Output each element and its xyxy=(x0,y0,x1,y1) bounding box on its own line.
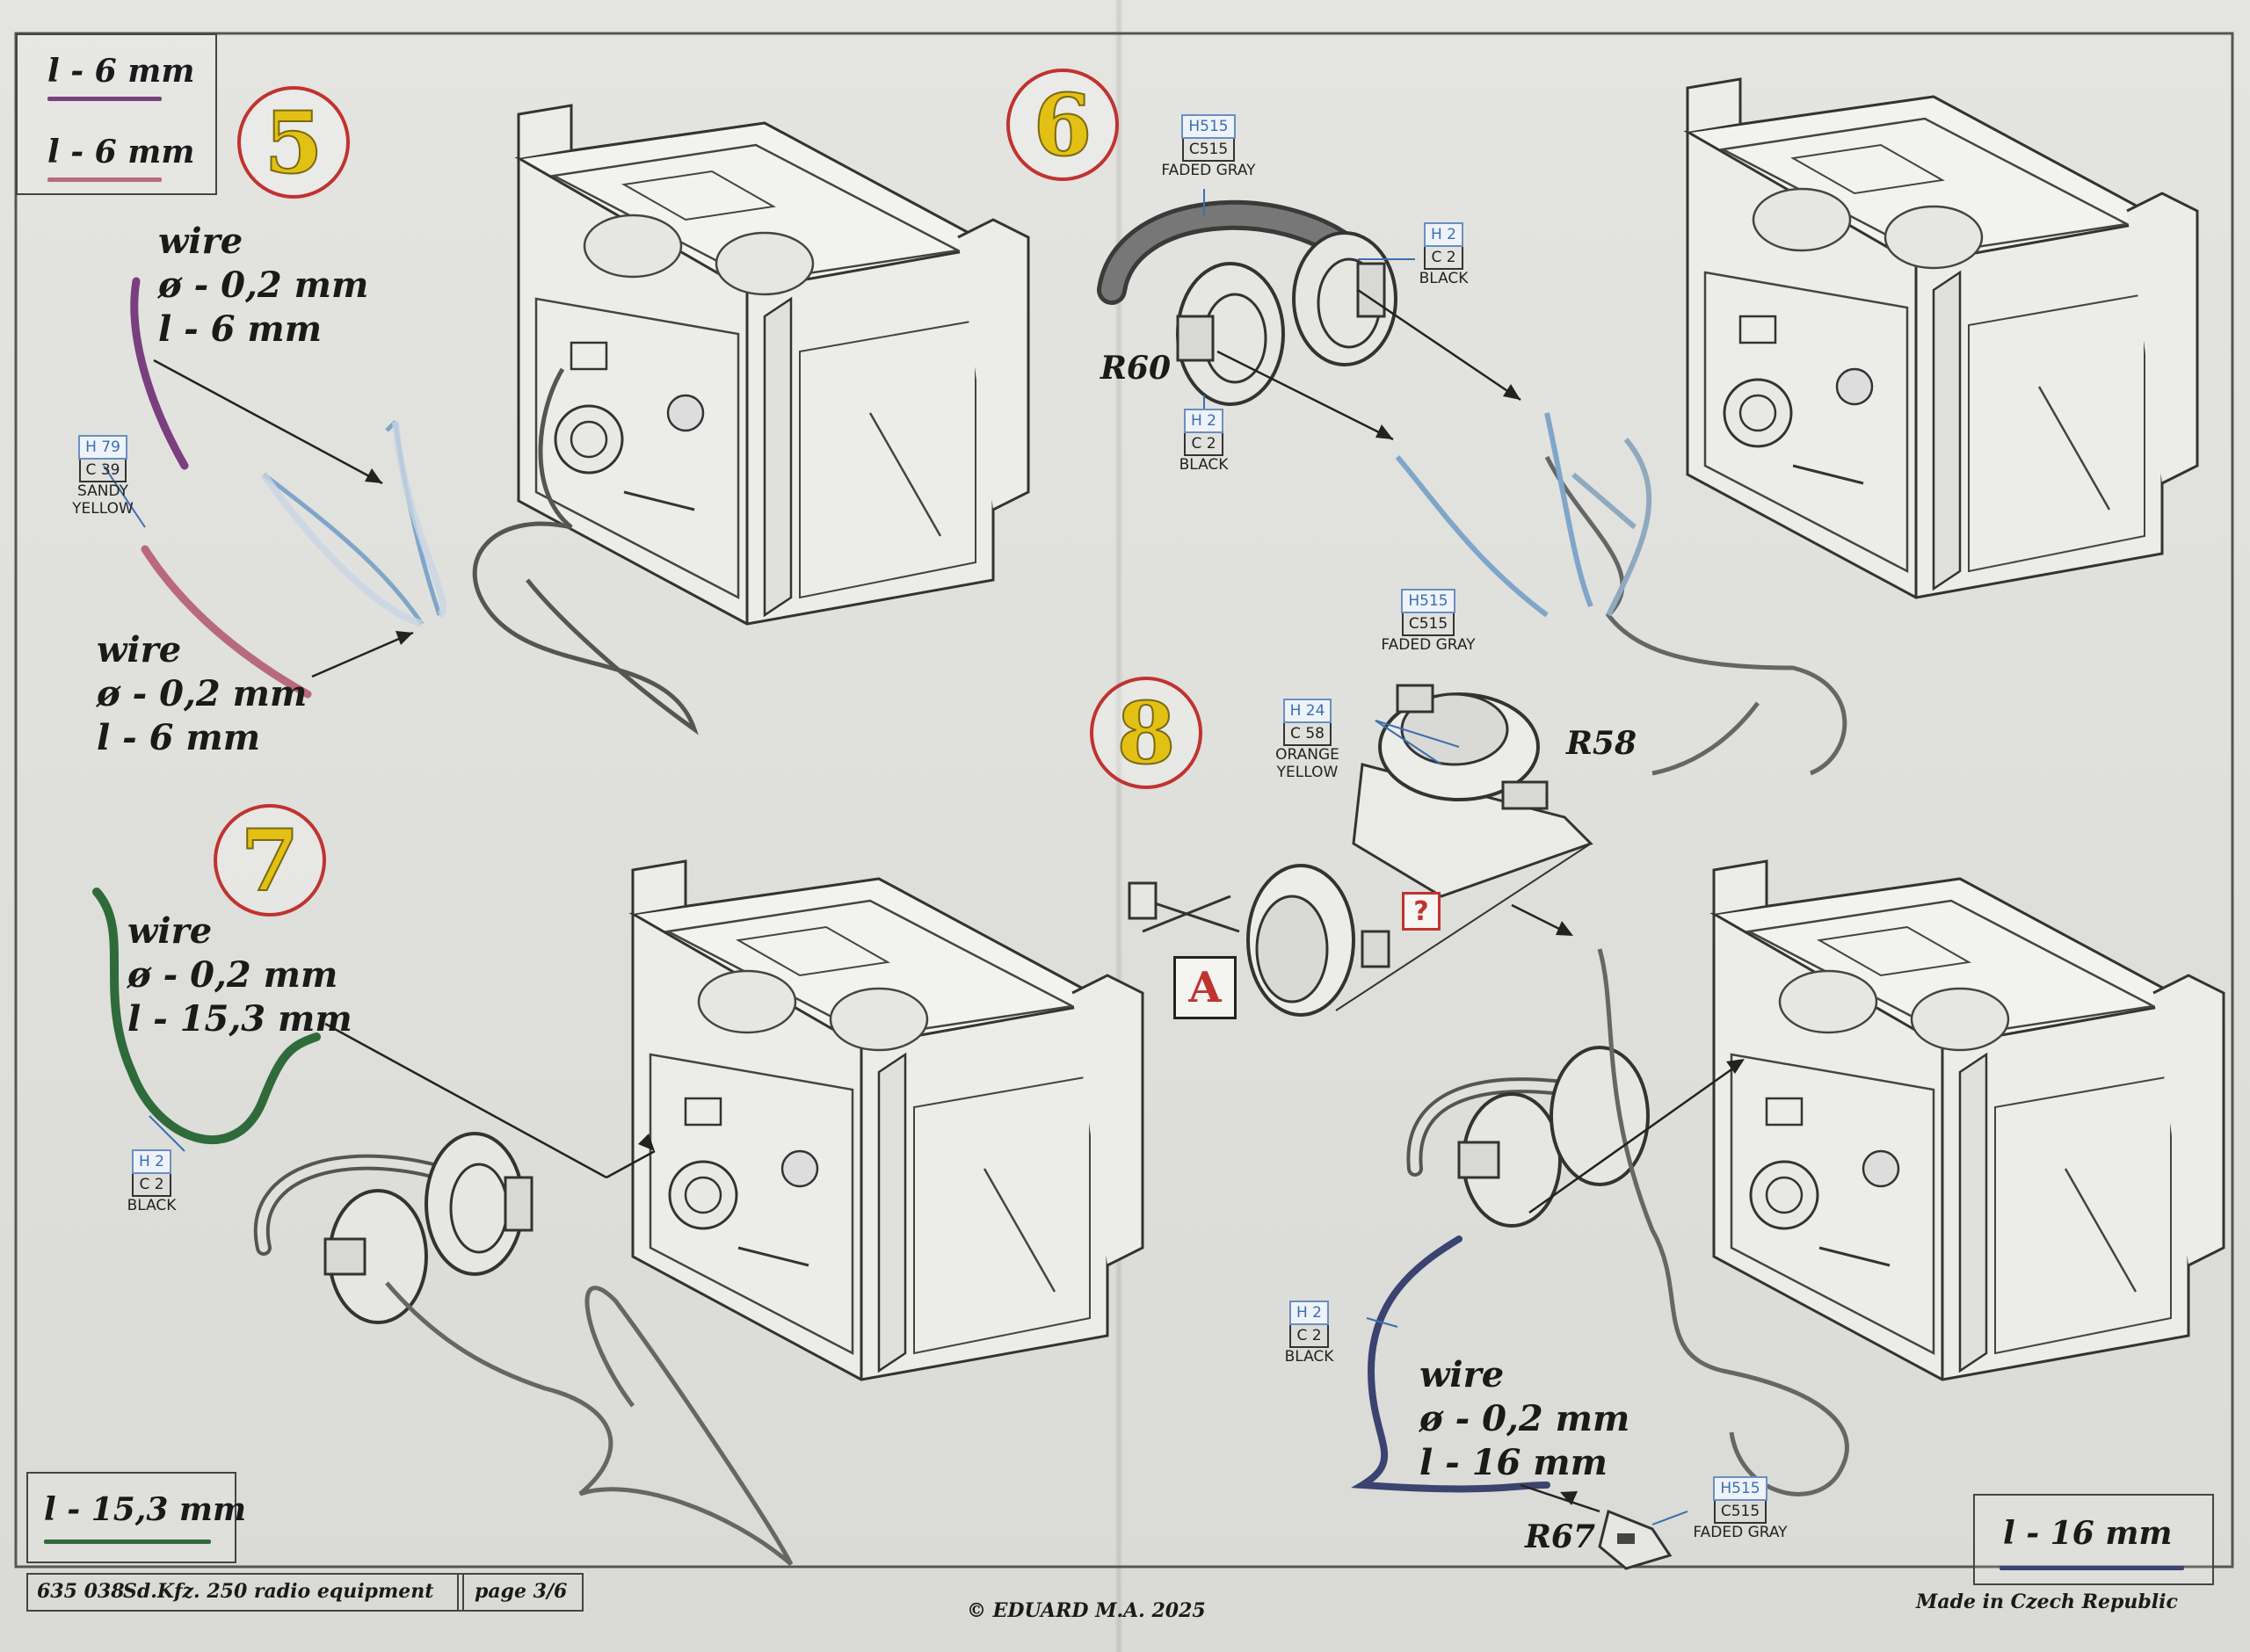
paint-h-code: H 2 xyxy=(1183,409,1223,433)
step6-paint-band: H515 C515 FADED GRAY xyxy=(1134,114,1283,179)
footer-title: Sd.Kfz. 250 radio equipment xyxy=(123,1580,434,1603)
paint-name: BLACK xyxy=(1419,270,1469,287)
legend-bottomright-swatch xyxy=(2000,1566,2184,1570)
step5-wire-a: wire ø - 0,2 mm l - 6 mm xyxy=(158,220,368,351)
step-number-6: 6 xyxy=(1006,69,1119,181)
paint-name-2: YELLOW xyxy=(1276,764,1339,781)
legend-bottomleft-swatch xyxy=(44,1540,211,1544)
step-number-5: 5 xyxy=(237,86,350,199)
paint-h-code: H515 xyxy=(1181,114,1236,139)
footer-bar: 635 038 Sd.Kfz. 250 radio equipment page… xyxy=(26,1573,584,1612)
microphone-step8 xyxy=(1352,684,1593,898)
headphones-step7 xyxy=(253,1132,533,1324)
step5-wire-a-length: l - 6 mm xyxy=(158,308,323,350)
headphones-step8 xyxy=(1406,1046,1650,1228)
step7-wire: wire ø - 0,2 mm l - 15,3 mm xyxy=(127,909,352,1041)
paint-h-code: H515 xyxy=(1713,1476,1767,1501)
legend-topleft-swatch-2 xyxy=(47,178,162,182)
footer-divider xyxy=(457,1575,459,1610)
step8-wire-length: l - 16 mm xyxy=(1419,1442,1608,1483)
legend-topleft-label-2: l - 6 mm xyxy=(47,134,195,170)
step7-wire-length: l - 15,3 mm xyxy=(127,998,352,1040)
mic-body-step8 xyxy=(1128,864,1390,1017)
footer-page: page 3/6 xyxy=(475,1580,568,1603)
step6-paint-cup: H 2 C 2 BLACK xyxy=(1402,222,1485,287)
step8-paint-grill: H 24 C 58 ORANGE YELLOW xyxy=(1257,699,1358,781)
step5-wire-b-title: wire xyxy=(97,629,182,670)
step5-wire-a-title: wire xyxy=(158,221,243,262)
paint-h-code: H 79 xyxy=(78,435,127,460)
step7-wire-diameter: ø - 0,2 mm xyxy=(127,954,338,996)
footer-copyright: © EDUARD M.A. 2025 xyxy=(967,1599,1206,1622)
step8-paint-wire: H 2 C 2 BLACK xyxy=(1267,1301,1351,1366)
step8-paint-plug: H515 C515 FADED GRAY xyxy=(1670,1476,1811,1541)
legend-topleft-swatch-1 xyxy=(47,97,162,101)
paint-h-code: H 24 xyxy=(1282,699,1332,723)
radio-step6 xyxy=(1686,77,2199,599)
step-number-8: 8 xyxy=(1090,677,1202,789)
paint-c-code: C515 xyxy=(1713,1501,1767,1524)
paint-name-1: SANDY xyxy=(77,482,128,500)
sheet-frame xyxy=(14,32,2234,1569)
paint-name: FADED GRAY xyxy=(1693,1524,1788,1541)
legend-topleft-label-1: l - 6 mm xyxy=(47,53,195,90)
paint-h-code: H 2 xyxy=(1423,222,1463,247)
paint-name: BLACK xyxy=(1179,456,1229,474)
plug-r67 xyxy=(1598,1509,1673,1570)
step6-part-r60: R60 xyxy=(1100,350,1172,387)
step8-paint-body: H515 C515 FADED GRAY xyxy=(1354,589,1503,654)
legend-bottomleft: l - 15,3 mm xyxy=(26,1472,246,1563)
legend-bottomright: l - 16 mm xyxy=(1973,1494,2214,1585)
step5-wire-b: wire ø - 0,2 mm l - 6 mm xyxy=(97,628,307,760)
step8-wire-diameter: ø - 0,2 mm xyxy=(1419,1398,1630,1439)
legend-topleft: l - 6 mm l - 6 mm xyxy=(16,33,217,195)
step5-wire-a-diameter: ø - 0,2 mm xyxy=(158,264,369,306)
paint-c-code: C 2 xyxy=(1184,433,1223,456)
headphones-step6 xyxy=(1097,200,1397,406)
paint-c-code: C515 xyxy=(1401,613,1455,636)
step7-paint: H 2 C 2 BLACK xyxy=(110,1149,193,1214)
step6-paint-plug: H 2 C 2 BLACK xyxy=(1162,409,1245,474)
paint-name: FADED GRAY xyxy=(1381,636,1476,654)
step7-wire-title: wire xyxy=(127,910,213,952)
step5-paint-callout: H 79 C 39 SANDY YELLOW xyxy=(54,435,151,518)
paint-name: FADED GRAY xyxy=(1161,162,1256,179)
footer-made-in: Made in Czech Republic xyxy=(1916,1590,2178,1613)
paint-h-code: H 2 xyxy=(1288,1301,1329,1325)
footer-divider xyxy=(462,1575,464,1610)
legend-bottomright-label: l - 16 mm xyxy=(2003,1515,2173,1552)
paint-c-code: C 2 xyxy=(132,1174,171,1197)
paint-h-code: H515 xyxy=(1401,589,1455,613)
paint-c-code: C 2 xyxy=(1424,247,1463,270)
footer-code: 635 038 xyxy=(37,1580,125,1603)
paint-c-code: C 2 xyxy=(1289,1325,1329,1348)
paint-h-code: H 2 xyxy=(131,1149,171,1174)
paint-c-code: C 58 xyxy=(1283,723,1332,746)
step8-part-r67: R67 xyxy=(1525,1518,1596,1555)
step8-wire: wire ø - 0,2 mm l - 16 mm xyxy=(1419,1353,1629,1485)
step8-wire-title: wire xyxy=(1419,1354,1505,1395)
legend-bottomleft-label: l - 15,3 mm xyxy=(44,1491,247,1528)
radio-step8 xyxy=(1712,859,2225,1381)
paint-name-2: YELLOW xyxy=(72,500,134,518)
step8-question-box: ? xyxy=(1402,892,1441,931)
step5-wire-b-length: l - 6 mm xyxy=(97,717,261,758)
radio-step5 xyxy=(517,104,1030,626)
step8-part-r58: R58 xyxy=(1566,725,1637,762)
step-number-7: 7 xyxy=(214,804,326,917)
paint-name: BLACK xyxy=(1284,1348,1334,1366)
paint-c-code: C 39 xyxy=(78,460,127,482)
page-fold xyxy=(1114,0,1123,1652)
paint-c-code: C515 xyxy=(1181,139,1236,162)
radio-step7 xyxy=(631,859,1144,1381)
step5-wire-b-diameter: ø - 0,2 mm xyxy=(97,673,308,714)
paint-name: BLACK xyxy=(127,1197,177,1214)
step8-reference-box-a: A xyxy=(1173,956,1237,1019)
paint-name-1: ORANGE xyxy=(1275,746,1339,764)
